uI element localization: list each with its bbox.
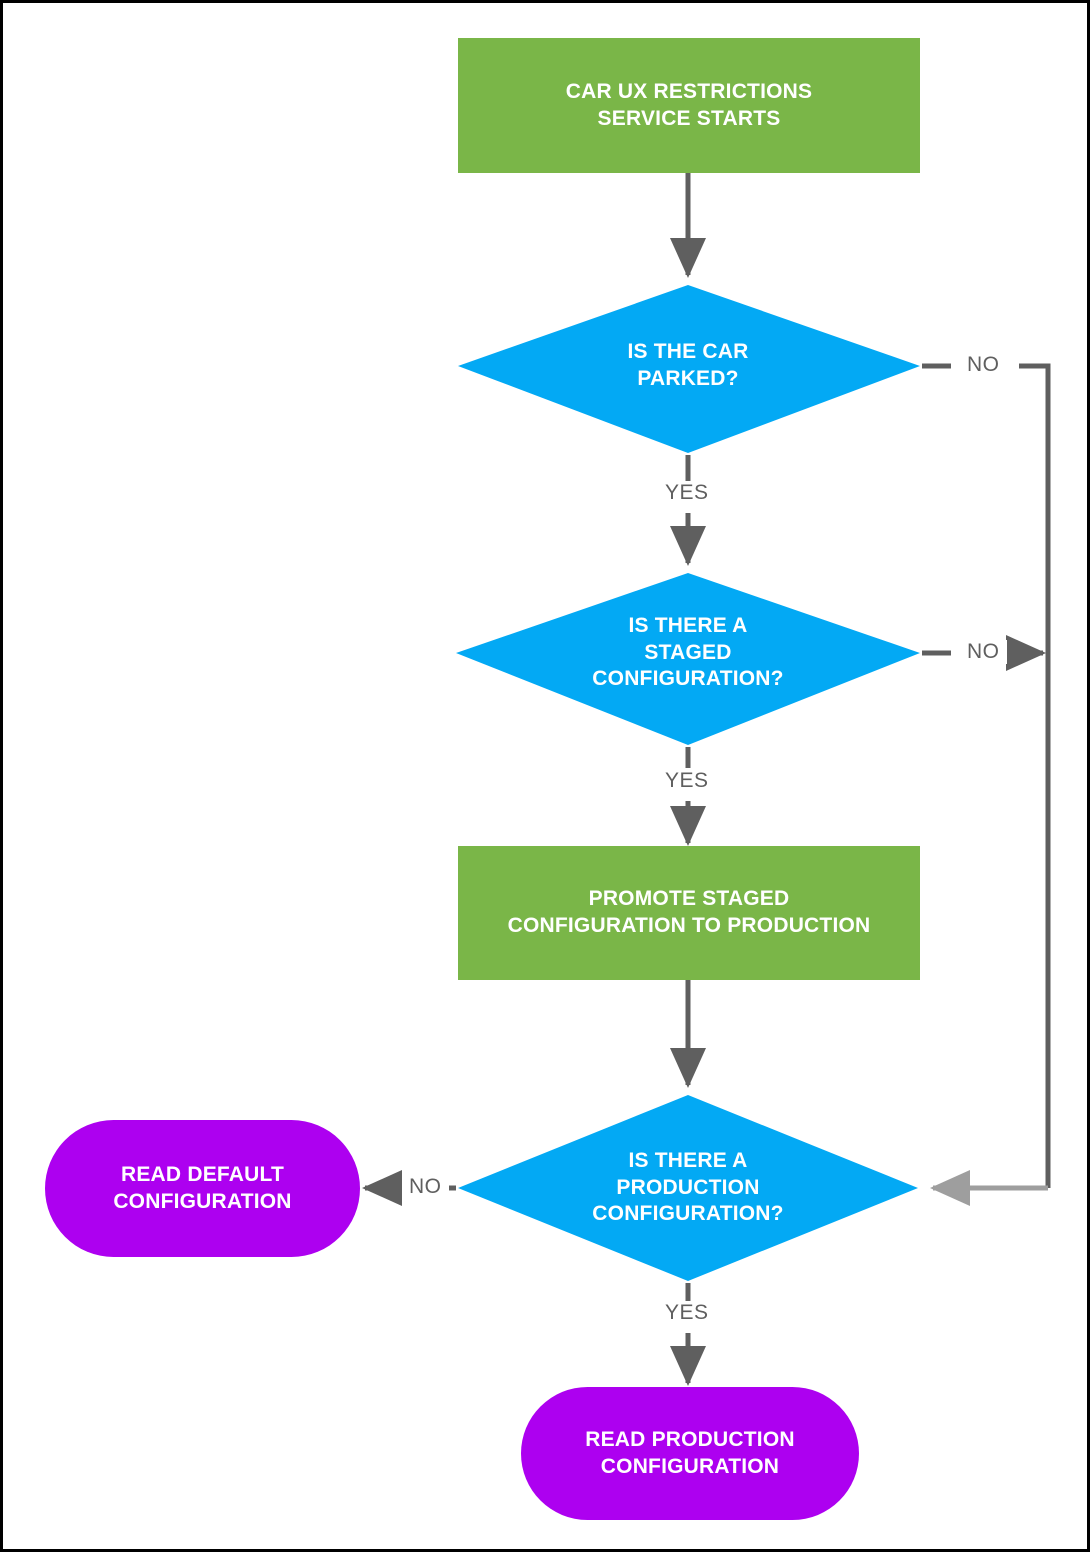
node-read-production-configuration[interactable]: READ PRODUCTION CONFIGURATION bbox=[521, 1387, 859, 1520]
node-promote-staged-line-1: PROMOTE STAGED bbox=[588, 887, 790, 911]
edge-label-staged-no: NO bbox=[960, 640, 1007, 664]
node-promote-staged-line-2: CONFIGURATION TO PRODUCTION bbox=[507, 914, 871, 937]
node-start-line-1: CAR UX RESTRICTIONS bbox=[565, 79, 813, 103]
node-read-production-line-2: CONFIGURATION bbox=[600, 1454, 780, 1478]
decision-shape-is-staged-config bbox=[456, 573, 920, 745]
decision-shape-is-production-config bbox=[458, 1095, 918, 1281]
node-read-production-text: READ PRODUCTION CONFIGURATION bbox=[585, 1427, 795, 1481]
edge-label-production-no: NO bbox=[402, 1175, 449, 1199]
edge-parked-no-rail bbox=[1019, 363, 1051, 1188]
connector-layer: is there a staged configuration --> righ… bbox=[362, 173, 1051, 1386]
node-read-default-line-1: READ DEFAULT bbox=[120, 1162, 284, 1186]
edge-label-staged-yes: YES bbox=[658, 769, 716, 793]
node-start-text: CAR UX RESTRICTIONS SERVICE STARTS bbox=[566, 79, 812, 133]
edge-label-production-yes: YES bbox=[658, 1301, 716, 1325]
node-promote-staged-configuration-to-production[interactable]: PROMOTE STAGED CONFIGURATION TO PRODUCTI… bbox=[458, 846, 920, 980]
node-read-default-line-2: CONFIGURATION bbox=[113, 1189, 292, 1213]
edge-label-parked-no: NO bbox=[960, 353, 1007, 377]
node-start-line-2: SERVICE STARTS bbox=[597, 106, 781, 130]
node-read-default-configuration[interactable]: READ DEFAULT CONFIGURATION bbox=[45, 1120, 360, 1257]
node-read-production-line-1: READ PRODUCTION bbox=[585, 1427, 795, 1451]
edge-label-parked-yes: YES bbox=[658, 481, 716, 505]
node-read-default-text: READ DEFAULT CONFIGURATION bbox=[113, 1162, 291, 1216]
node-promote-staged-text: PROMOTE STAGED CONFIGURATION TO PRODUCTI… bbox=[508, 886, 871, 940]
node-car-ux-restrictions-service-starts[interactable]: CAR UX RESTRICTIONS SERVICE STARTS bbox=[458, 38, 920, 173]
decision-shape-is-car-parked bbox=[458, 285, 920, 453]
